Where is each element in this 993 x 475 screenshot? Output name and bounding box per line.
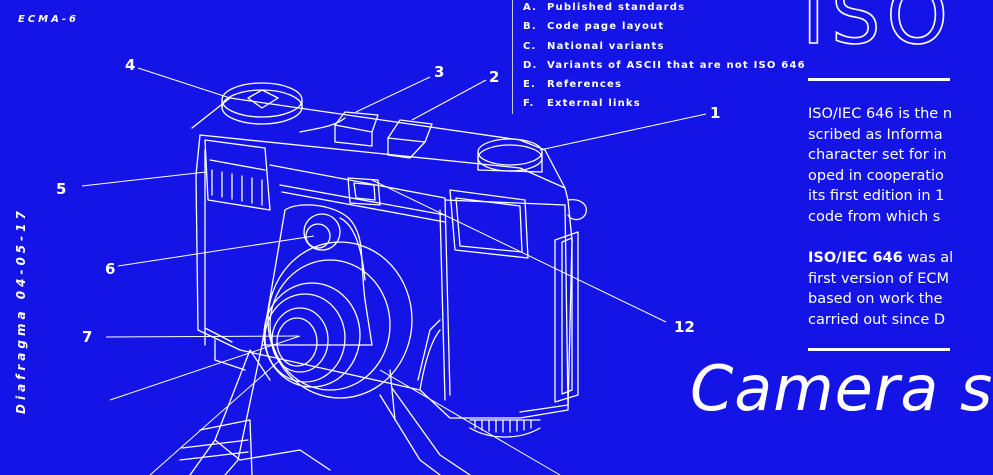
divider — [808, 78, 950, 81]
toc-item[interactable]: E. References — [523, 75, 806, 94]
paragraph-line: its first edition in 1 — [808, 188, 945, 204]
divider — [808, 348, 950, 351]
paragraph-line: ISO/IEC 646 is the n — [808, 106, 953, 122]
callout-4: 4 — [125, 56, 136, 74]
toc-item[interactable]: A. Published standards — [523, 0, 806, 17]
toc-item[interactable]: C. National variants — [523, 37, 806, 56]
callout-6: 6 — [105, 260, 116, 278]
paragraph-line: character set for in — [808, 147, 947, 163]
toc-text: Variants of ASCII that are not ISO 646 — [547, 59, 806, 71]
callout-2: 2 — [489, 68, 500, 86]
toc-letter: B. — [523, 21, 537, 33]
toc-letter: A. — [523, 2, 538, 13]
page-title: ISO — [801, 0, 954, 63]
toc-item[interactable]: B. Code page layout — [523, 17, 806, 36]
callout-7: 7 — [82, 328, 93, 346]
table-of-contents: A. Published standards B. Code page layout… — [512, 0, 806, 114]
toc-item[interactable]: F. External links — [523, 94, 806, 113]
callout-5: 5 — [56, 180, 67, 198]
toc-text: National variants — [547, 40, 665, 52]
camera-blueprint-drawing — [81, 67, 707, 475]
paragraph-line: first version of ECM — [808, 270, 950, 287]
paragraph-lead-rest: was al — [902, 250, 954, 266]
paragraph-line: based on work the — [808, 291, 943, 307]
vertical-label: Diafragma 04-05-17 — [14, 207, 28, 414]
callout-12: 12 — [674, 318, 695, 336]
toc-item[interactable]: D. Variants of ASCII that are not ISO 646 — [523, 56, 806, 75]
corner-label: ECMA-6 — [18, 14, 79, 25]
script-title: Camera s — [690, 352, 993, 425]
toc-text: Published standards — [547, 2, 686, 13]
toc-letter: E. — [523, 79, 537, 91]
toc-text: References — [547, 79, 623, 91]
toc-letter: D. — [523, 59, 538, 71]
toc-text: Code page layout — [547, 21, 665, 33]
callout-3: 3 — [434, 63, 445, 81]
toc-letter: C. — [523, 40, 537, 52]
toc-letter: F. — [523, 98, 535, 110]
paragraph-line: carried out since D — [808, 311, 946, 328]
toc-text: External links — [547, 98, 641, 110]
paragraph-line: code from which s — [808, 208, 941, 225]
paragraph-line: oped in cooperatio — [808, 167, 944, 184]
callout-1: 1 — [710, 104, 721, 122]
paragraph-line: ISO/IEC 646 was al — [808, 248, 953, 269]
paragraph-line: scribed as Informa — [808, 126, 943, 143]
second-paragraph: ISO/IEC 646 was al first version of ECM … — [808, 248, 953, 330]
paragraph-lead-bold: ISO/IEC 646 — [808, 250, 903, 266]
intro-paragraph: ISO/IEC 646 is the n scribed as Informa … — [808, 104, 952, 227]
